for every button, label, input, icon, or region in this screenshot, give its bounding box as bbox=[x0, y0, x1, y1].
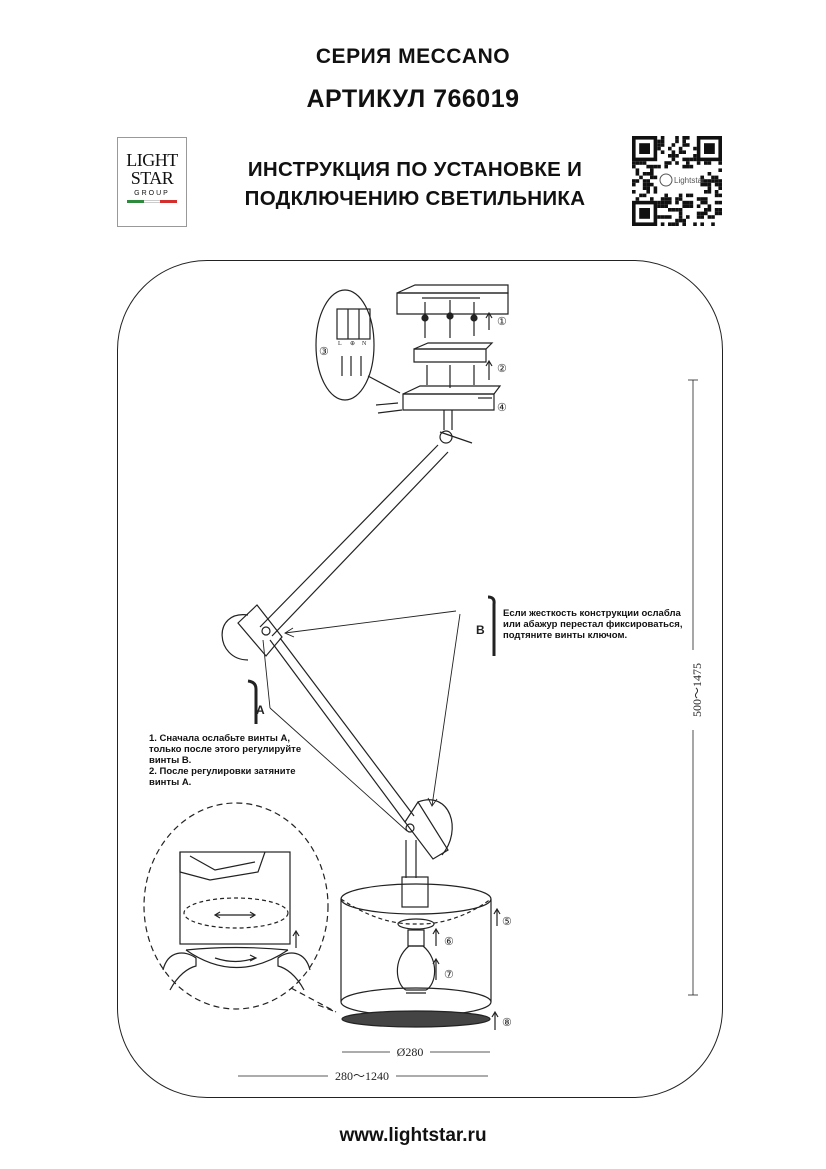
note-a-line-2: только после этого регулируйте bbox=[149, 744, 302, 755]
logo-line-group: GROUP bbox=[134, 190, 170, 197]
step-2-label: ② bbox=[497, 363, 507, 375]
instruction-title: ИНСТРУКЦИЯ ПО УСТАНОВКЕ И ПОДКЛЮЧЕНИЮ СВ… bbox=[200, 155, 630, 213]
dim-diameter: Ø280 bbox=[397, 1045, 424, 1059]
step-3-label: ③ bbox=[319, 346, 329, 358]
lower-arm bbox=[269, 637, 453, 878]
diffuser-disc bbox=[341, 1010, 491, 1028]
pointer-lines bbox=[262, 610, 461, 832]
step-6-label: ⑥ bbox=[444, 936, 454, 948]
step-8-label: ⑧ bbox=[502, 1017, 512, 1029]
dim-height: 500～1475 bbox=[690, 663, 704, 717]
svg-text:L: L bbox=[338, 341, 342, 347]
title-line-2: ПОДКЛЮЧЕНИЮ СВЕТИЛЬНИКА bbox=[244, 187, 586, 210]
screw-a-label: A bbox=[256, 703, 265, 717]
italian-flag-icon bbox=[127, 200, 178, 203]
ceiling-plate bbox=[396, 292, 509, 315]
title-line-1: ИНСТРУКЦИЯ ПО УСТАНОВКЕ И bbox=[247, 158, 583, 181]
ceiling-screws bbox=[421, 300, 478, 338]
right-hand-icon bbox=[277, 952, 311, 991]
hex-key-b-icon bbox=[487, 595, 496, 656]
note-a-line-3: винты В. bbox=[149, 755, 192, 766]
website-link[interactable]: www.lightstar.ru bbox=[339, 1125, 487, 1146]
step-arrows-lower bbox=[432, 907, 501, 1030]
ceiling-mount-assembly: ① ② ④ bbox=[375, 284, 509, 444]
dim-reach: 280～1240 bbox=[335, 1069, 389, 1083]
top-hinge bbox=[439, 430, 453, 444]
step-7-label: ⑦ bbox=[444, 969, 454, 981]
terminal-callout: L ⊕ N ③ bbox=[315, 289, 401, 401]
note-a-line-1: 1. Сначала ослабьте винты А, bbox=[149, 733, 291, 744]
bulb-icon bbox=[396, 929, 436, 994]
article-number: АРТИКУЛ 766019 bbox=[306, 85, 520, 113]
bottom-wire-loop bbox=[417, 799, 453, 856]
bottom-joint bbox=[404, 800, 449, 860]
middle-wire-loop bbox=[221, 614, 249, 661]
series-title: СЕРИЯ MECCANO bbox=[315, 45, 511, 68]
step-5-label: ⑤ bbox=[502, 916, 512, 928]
lamp-socket bbox=[401, 876, 429, 908]
diagram-frame bbox=[117, 260, 723, 1098]
screw-b-label: B bbox=[476, 623, 485, 637]
canopy bbox=[402, 393, 495, 411]
logo-line-star: STAR bbox=[130, 168, 174, 188]
lamp-shade bbox=[340, 876, 492, 1028]
hex-key-a-icon bbox=[247, 679, 258, 724]
lightstar-logo: LIGHT STAR GROUP bbox=[117, 137, 187, 227]
qr-code-icon[interactable]: Lightstar bbox=[632, 136, 722, 226]
note-a-line-4: 2. После регулировки затяните bbox=[149, 766, 296, 777]
diffuser-detail-callout bbox=[143, 802, 337, 1013]
qr-center-label: Lightstar bbox=[674, 176, 705, 185]
svg-text:N: N bbox=[362, 341, 367, 347]
step-4-label: ④ bbox=[497, 402, 507, 414]
note-a: 1. Сначала ослабьте винты А, только посл… bbox=[149, 733, 339, 788]
dimension-lines bbox=[238, 379, 698, 1077]
note-b: Если жесткость конструкции ослабла или а… bbox=[503, 608, 683, 641]
step-1-label: ① bbox=[497, 316, 507, 328]
logo-line-light: LIGHT bbox=[126, 150, 178, 170]
upper-arm bbox=[221, 444, 449, 661]
mounting-bracket bbox=[413, 348, 487, 363]
note-a-line-5: винты А. bbox=[149, 777, 192, 788]
middle-joint bbox=[237, 604, 283, 657]
left-hand-icon bbox=[162, 952, 197, 991]
svg-text:⊕: ⊕ bbox=[350, 341, 355, 347]
ceiling-plate-top bbox=[396, 284, 509, 294]
